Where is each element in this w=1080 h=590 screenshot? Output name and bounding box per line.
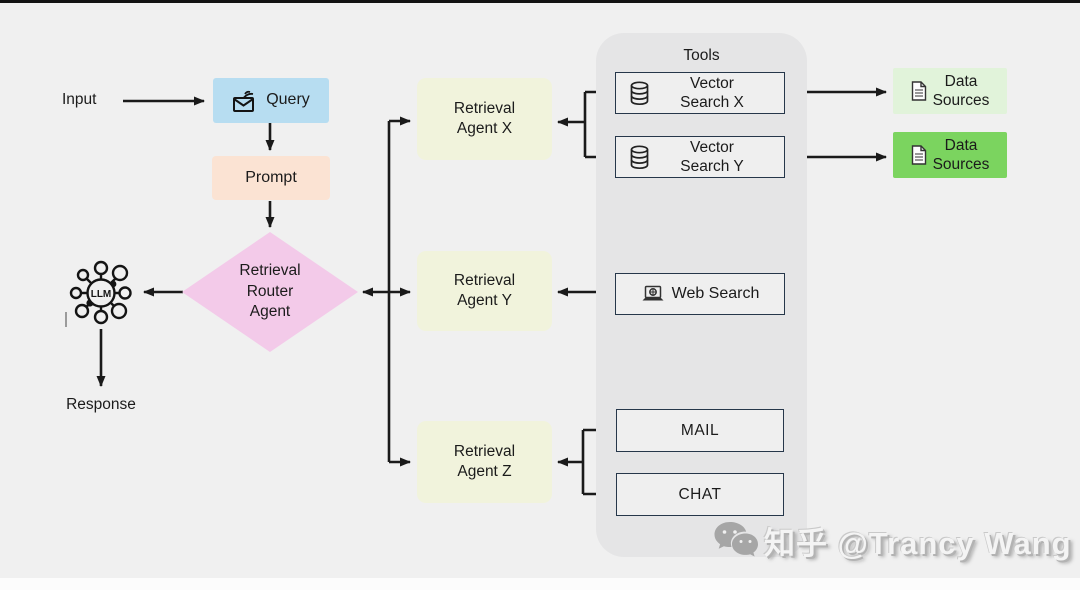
document-icon [911,145,927,165]
mail-node: MAIL [616,409,784,452]
retrieval-agent-z-node: Retrieval Agent Z [417,421,552,503]
agent-x-line1: Retrieval [453,99,516,117]
bottom-strip [0,578,1080,590]
router-label-line2: Router [246,282,294,300]
prompt-label: Prompt [245,168,297,186]
llm-label: LLM [91,289,112,300]
retrieval-agent-y-node: Retrieval Agent Y [417,251,552,331]
ds2-line1: Data [944,136,978,154]
web-search-node: Web Search [615,273,785,315]
database-icon [629,81,650,106]
stray-mark [65,312,67,327]
query-label: Query [266,91,310,109]
tools-panel-title: Tools [683,47,720,64]
query-node: Query [213,78,329,123]
mail-label: MAIL [680,421,720,439]
llm-network-icon: LLM [67,259,135,327]
agent-z-line1: Retrieval [453,442,516,460]
vsx-line2: Search X [680,94,744,111]
vsy-line2: Search Y [680,158,744,175]
router-label-line3: Agent [249,303,291,321]
web-search-label: Web Search [671,285,760,302]
watermark: 知乎 @Trancy Wang [712,518,1072,563]
chat-label: CHAT [678,485,722,503]
response-label: Response [66,396,136,413]
chat-node: CHAT [616,473,784,516]
ds1-line2: Sources [932,92,990,109]
watermark-text: 知乎 @Trancy Wang [764,526,1072,561]
agent-x-line2: Agent X [456,120,513,137]
top-border-line [0,0,1080,3]
router-label-line1: Retrieval [239,262,301,280]
agent-y-line1: Retrieval [453,271,516,289]
agent-z-line2: Agent Z [457,463,512,480]
retrieval-agent-x-node: Retrieval Agent X [417,78,552,160]
agent-y-line2: Agent Y [457,292,512,309]
wechat-icon [712,520,762,562]
laptop-globe-icon [641,285,665,304]
vector-search-y-node: Vector Search Y [615,136,785,178]
data-sources-light-node: Data Sources [893,68,1007,114]
prompt-node: Prompt [212,156,330,200]
ds1-line1: Data [944,72,978,90]
ds2-line2: Sources [932,156,990,173]
vsy-line1: Vector [690,138,734,156]
database-icon [629,145,650,170]
vsx-line1: Vector [690,74,734,92]
data-sources-green-node: Data Sources [893,132,1007,178]
document-icon [911,81,927,101]
vector-search-x-node: Vector Search X [615,72,785,114]
mail-compose-icon [232,88,259,114]
input-label: Input [62,91,97,108]
